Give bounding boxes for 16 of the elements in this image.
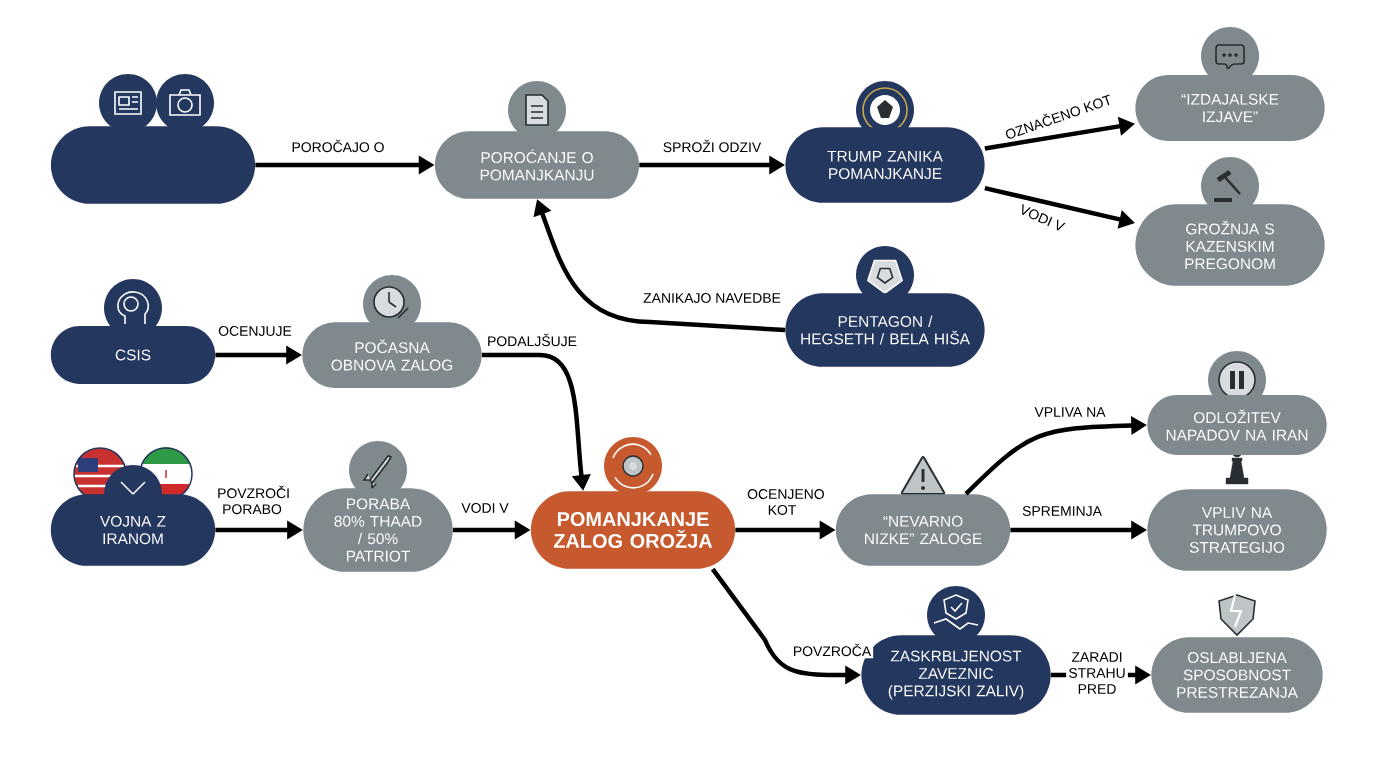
edge-label: VODI V (1015, 201, 1069, 235)
edge-label: ZARADI STRAHU PRED (1066, 650, 1128, 696)
process-box: “NEVARNO NIZKE” ZALOGE (835, 494, 1011, 566)
edge-label: ZANIKAJO NAVEDBE (641, 291, 783, 305)
process-box: VPLIV NA TRUMPOVO STRATEGIJO (1147, 489, 1327, 571)
edge-label: POROČAJO O (289, 137, 387, 155)
edge-label: OCENJUJE (216, 324, 294, 338)
edge-label: OCENJENO KOT (745, 487, 824, 517)
edge-label: SPREMINJA (1020, 504, 1104, 518)
edge-label: POVZROČA (790, 641, 874, 659)
edge-label: PODALJŠUJE (485, 331, 579, 349)
process-box: OSLABLJENA SPOSOBNOST PRESTREZANJA (1151, 637, 1323, 713)
edge-label: VPLIVA NA (1032, 405, 1108, 419)
edge-label: SPROŽI ODZIV (660, 137, 764, 155)
edge-label: POVZROČI PORABO (215, 483, 289, 517)
edge-label: VODI V (459, 501, 511, 515)
